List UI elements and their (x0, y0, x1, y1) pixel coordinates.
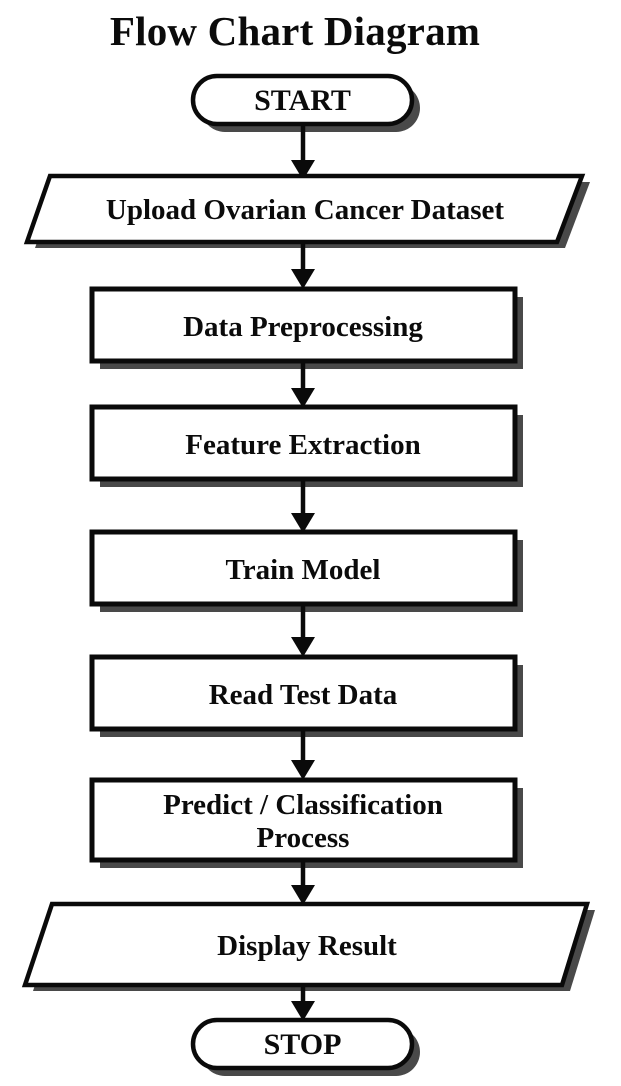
arrowhead-icon (291, 760, 315, 780)
edge-display-to-stop (291, 985, 315, 1021)
edge-start-to-upload (291, 124, 315, 180)
node-start[interactable]: START (190, 73, 420, 132)
predict-label-line2: Process (257, 822, 350, 854)
predict-label-line1: Predict / Classification (163, 789, 443, 821)
predict-shape (89, 777, 518, 863)
arrowhead-icon (291, 885, 315, 905)
preprocess-label: Data Preprocessing (183, 311, 423, 343)
feature-label: Feature Extraction (185, 429, 420, 461)
node-read-test[interactable]: Read Test Data (89, 654, 523, 737)
node-preprocess[interactable]: Data Preprocessing (89, 286, 523, 369)
display-shape (21, 901, 591, 988)
node-upload[interactable]: Upload Ovarian Cancer Dataset (23, 173, 590, 248)
read-test-shape (89, 654, 518, 732)
arrowhead-icon (291, 513, 315, 533)
arrowhead-icon (291, 269, 315, 289)
node-display[interactable]: Display Result (21, 901, 595, 991)
start-label: START (254, 84, 351, 117)
node-stop[interactable]: STOP (190, 1017, 420, 1076)
edge-predict-to-display (291, 860, 315, 905)
train-label: Train Model (226, 554, 381, 586)
preprocess-shape (89, 286, 518, 364)
arrowhead-icon (291, 160, 315, 180)
edge-read-test-to-predict (291, 729, 315, 780)
display-label: Display Result (217, 930, 397, 962)
node-predict[interactable]: Predict / Classification Process (89, 777, 523, 868)
edge-upload-to-preprocess (291, 242, 315, 289)
node-feature[interactable]: Feature Extraction (89, 404, 523, 487)
stop-label: STOP (264, 1028, 342, 1061)
edge-feature-to-train (291, 479, 315, 533)
read-test-label: Read Test Data (209, 679, 398, 711)
upload-shape (23, 173, 586, 245)
node-train[interactable]: Train Model (89, 529, 523, 612)
upload-label: Upload Ovarian Cancer Dataset (106, 194, 505, 226)
page-title: Flow Chart Diagram (110, 8, 480, 54)
stop-shape (190, 1017, 415, 1071)
edge-train-to-read-test (291, 604, 315, 657)
arrowhead-icon (291, 388, 315, 408)
feature-shape (89, 404, 518, 482)
arrowhead-icon (291, 1001, 315, 1021)
edge-preprocess-to-feature (291, 361, 315, 408)
arrowhead-icon (291, 637, 315, 657)
